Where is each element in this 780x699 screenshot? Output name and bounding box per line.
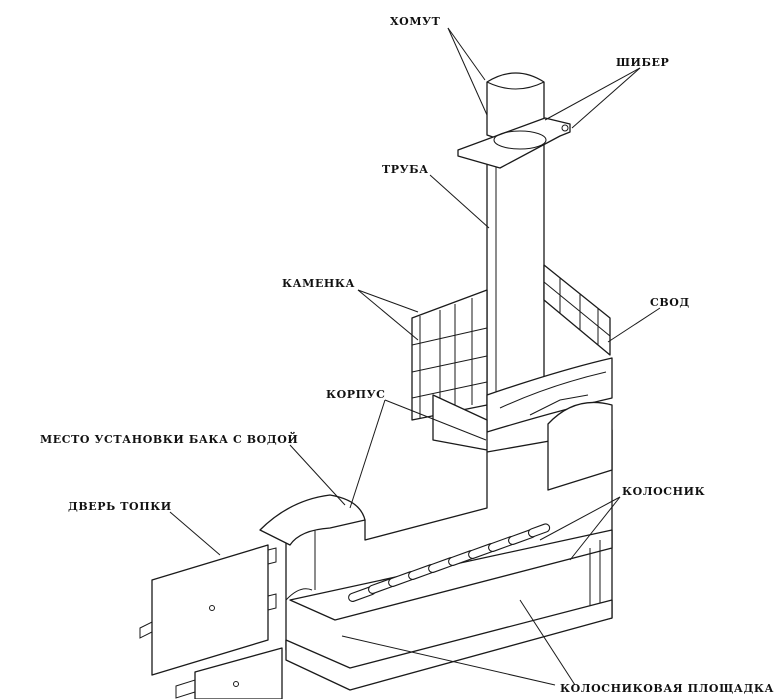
- firebox-door: [139, 544, 283, 699]
- vault: [486, 357, 613, 433]
- label-damper: ШИБЕР: [616, 56, 669, 69]
- heater-cage: [411, 264, 611, 421]
- damper-plate: [457, 117, 571, 169]
- label-body: КОРПУС: [326, 388, 386, 401]
- chimney-pipe: [486, 139, 545, 411]
- grate-bars: [348, 523, 551, 602]
- label-tank-place: МЕСТО УСТАНОВКИ БАКА С ВОДОЙ: [40, 431, 298, 446]
- label-heater: КАМЕНКА: [282, 277, 355, 290]
- labels: ХОМУТ ШИБЕР ТРУБА КАМЕНКА СВОД КОРПУС МЕ…: [40, 15, 774, 695]
- label-clamp: ХОМУТ: [390, 15, 441, 28]
- label-vault: СВОД: [650, 296, 690, 309]
- label-grate-platform: КОЛОСНИКОВАЯ ПЛОЩАДКА: [560, 682, 774, 695]
- stove-body: [259, 394, 613, 691]
- leader-lines: [169, 27, 661, 686]
- label-grate: КОЛОСНИК: [622, 485, 705, 498]
- label-pipe: ТРУБА: [382, 163, 429, 176]
- label-firebox-door: ДВЕРЬ ТОПКИ: [68, 500, 172, 513]
